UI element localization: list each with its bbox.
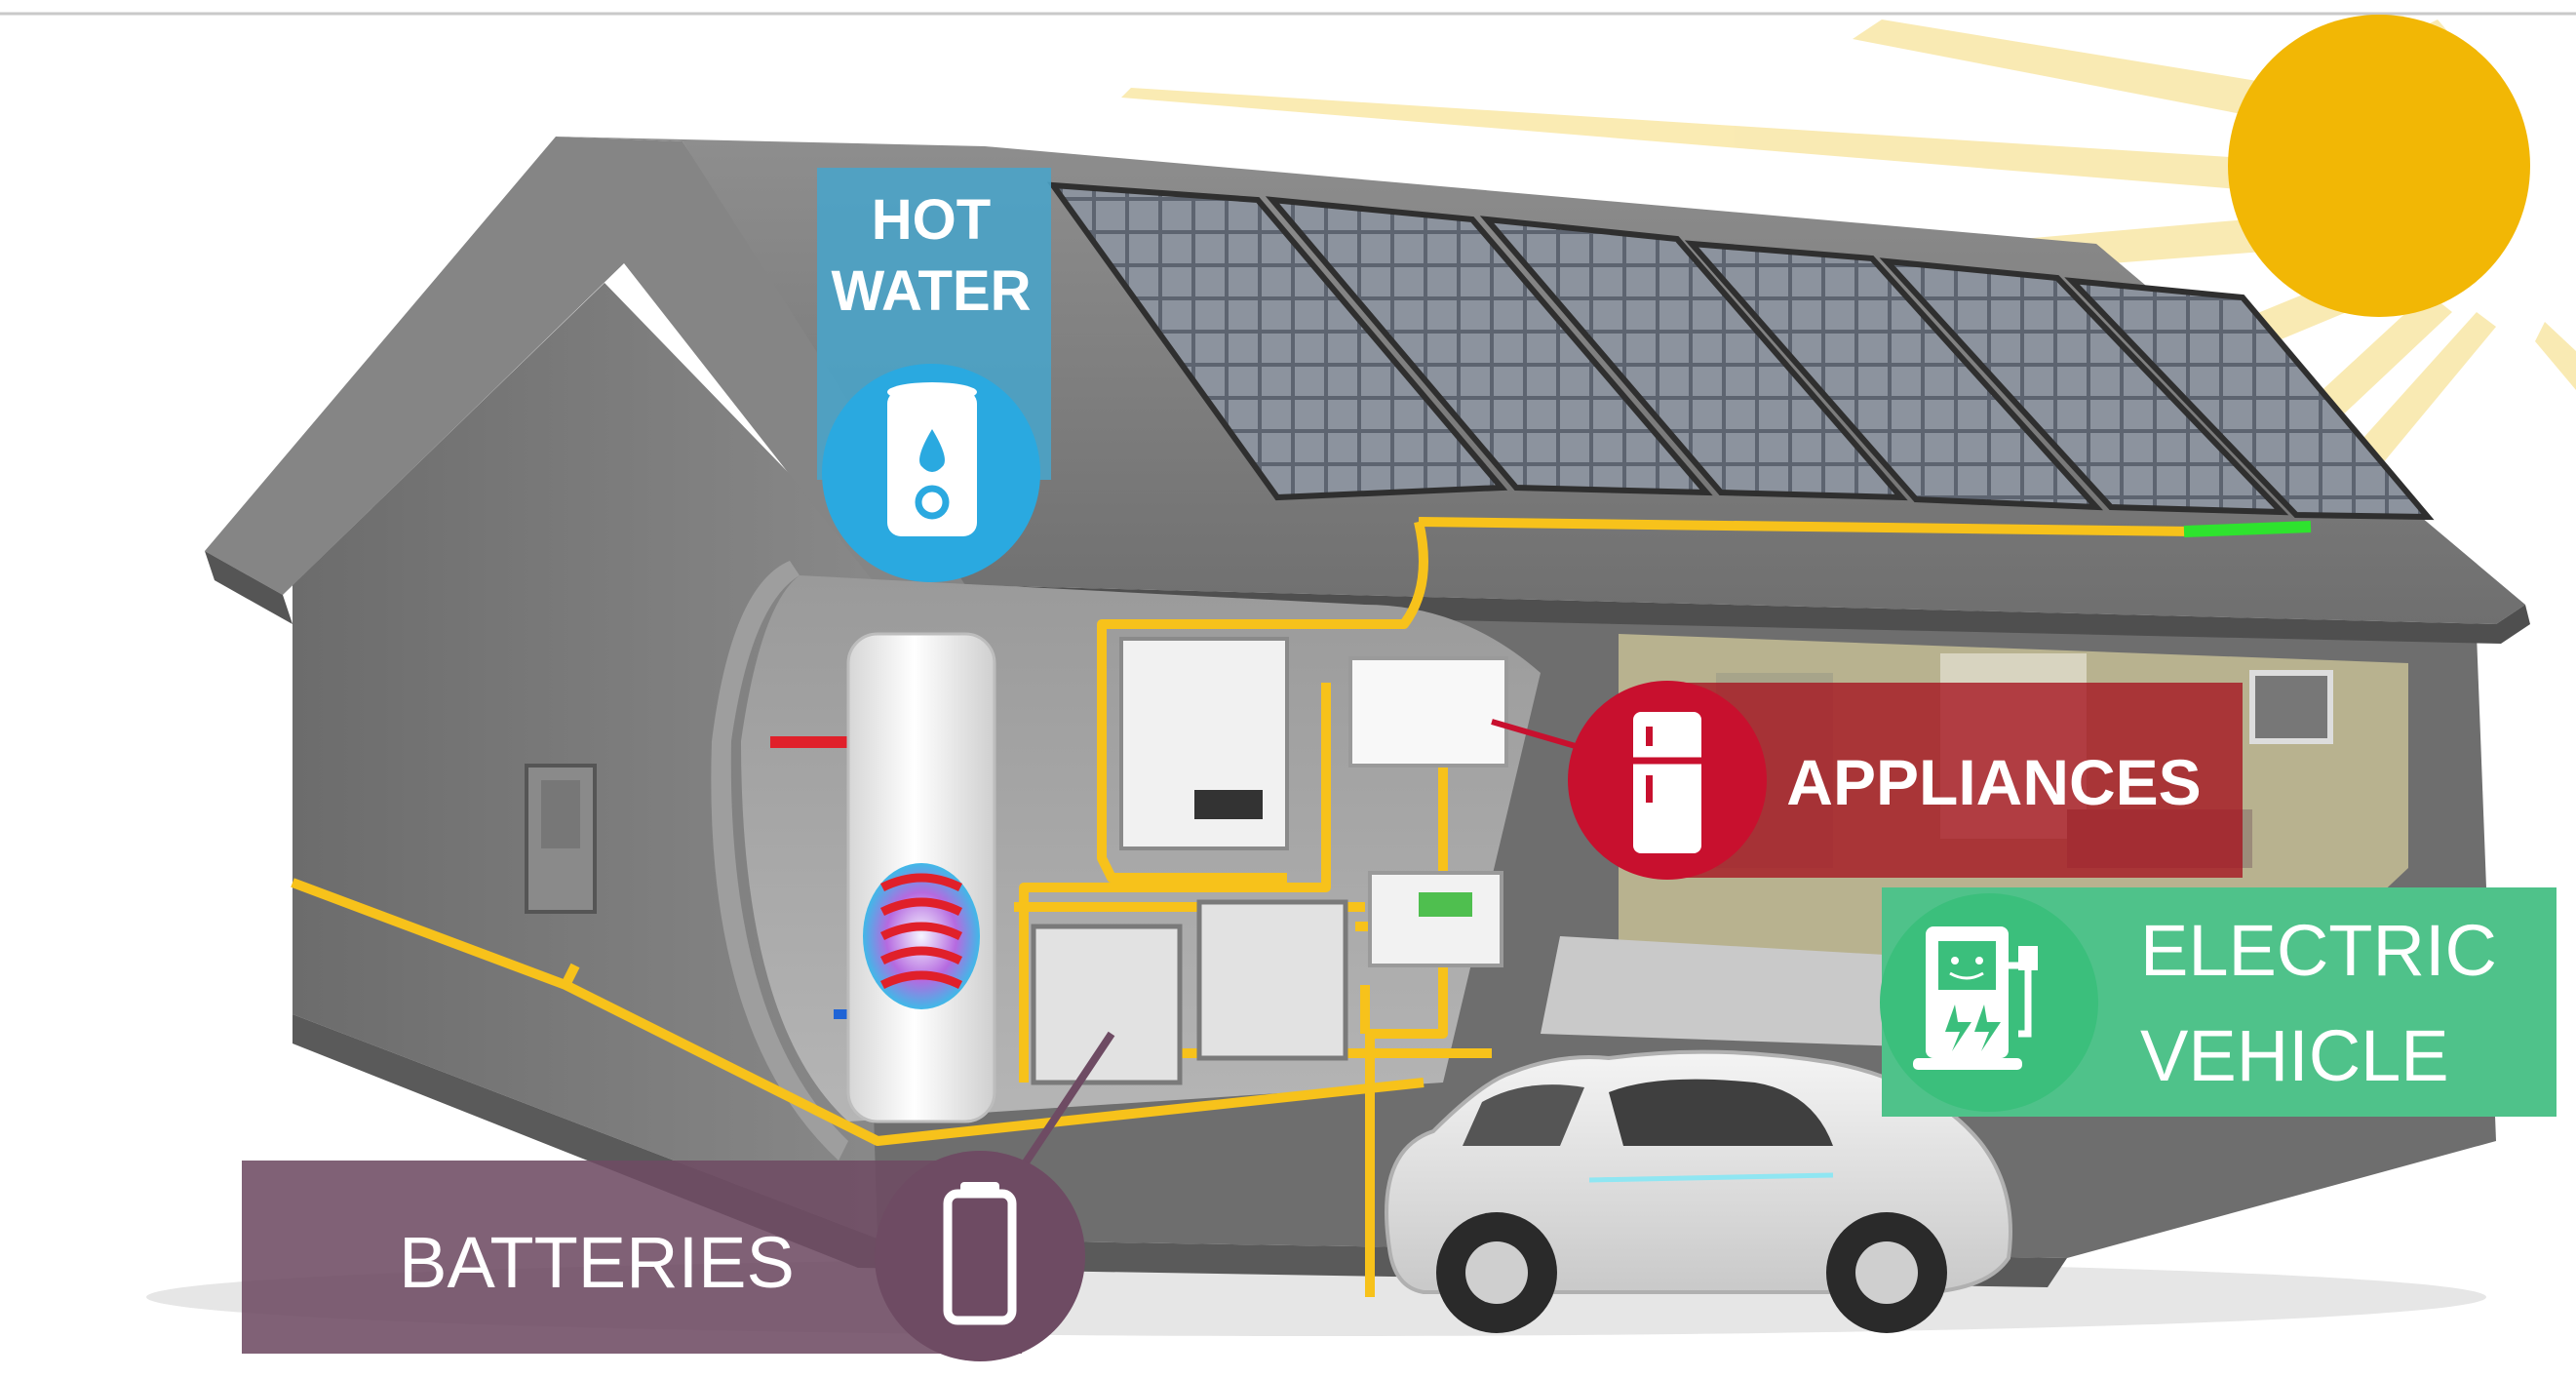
electric-vehicle-callout: ELECTRIC VEHICLE (1880, 887, 2556, 1117)
car-hub-front (1465, 1241, 1528, 1304)
solar-array (1046, 181, 2435, 521)
electric-vehicle-label-line2: VEHICLE (2140, 1015, 2449, 1096)
hot-water-label-line1: HOT (872, 188, 991, 252)
car-light-strip (1588, 1172, 1834, 1183)
switchboard (1348, 656, 1508, 768)
tv (2249, 670, 2333, 744)
battery-controller (1368, 871, 1503, 967)
charging-station-icon (1913, 926, 2038, 1070)
green-cable (2183, 521, 2312, 537)
hot-water-label-line2: WATER (831, 259, 1031, 323)
roof-edge (965, 585, 2530, 644)
controller-display (1419, 892, 1472, 917)
battery-unit-1 (1031, 924, 1183, 1085)
fridge-icon (1633, 712, 1701, 853)
inverter-display (1194, 790, 1263, 819)
water-tank-icon (887, 382, 977, 536)
appliances-callout: APPLIANCES (1568, 681, 2243, 880)
cold-pipe (834, 1009, 858, 1019)
batteries-label: BATTERIES (399, 1222, 795, 1303)
car-window (1609, 1079, 1833, 1146)
solar-panel-3 (1479, 216, 1908, 501)
battery-unit-2 (1196, 899, 1348, 1061)
batteries-callout: BATTERIES (242, 1151, 1085, 1361)
car-hub-rear (1855, 1241, 1918, 1304)
hot-pipe (770, 736, 858, 748)
electric-vehicle-label-line1: ELECTRIC (2140, 910, 2497, 991)
appliances-label: APPLIANCES (1786, 746, 2201, 818)
heating-coil (863, 863, 980, 1009)
car-windshield (1463, 1084, 1584, 1146)
solar-panel-1 (1046, 181, 1508, 501)
sun-icon (2228, 15, 2530, 317)
solar-panel-5 (1879, 257, 2289, 516)
solar-panel-6 (2064, 277, 2435, 521)
batteries-badge (875, 1151, 1085, 1361)
interior-wall-edge (711, 561, 848, 1161)
hot-water-callout: HOT WATER (817, 168, 1051, 582)
solar-panel-2 (1265, 196, 1713, 496)
electric-car (1385, 1049, 2012, 1333)
battery-icon (943, 1182, 1017, 1325)
solar-panel-4 (1684, 240, 2104, 511)
outdoor-unit-panel (541, 780, 580, 848)
left-roof-fascia (205, 551, 293, 624)
